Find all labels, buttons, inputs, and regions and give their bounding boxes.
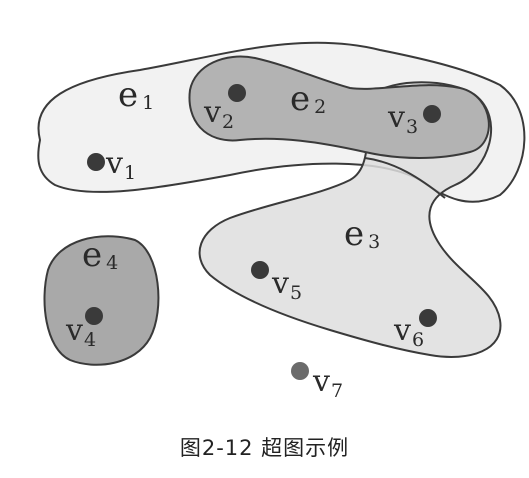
vertex-v7-dot <box>291 362 309 380</box>
vertex-v2-dot <box>228 84 246 102</box>
vertex-v3-dot <box>423 105 441 123</box>
vertex-v4-dot <box>85 307 103 325</box>
vertex-label-v1: v1 <box>105 146 136 184</box>
vertex-label-v7: v7 <box>312 364 343 402</box>
vertex-label-v5: v5 <box>271 266 302 304</box>
hyperedge-e1-border <box>364 157 446 199</box>
vertex-v1-dot <box>87 153 105 171</box>
vertex-v5-dot <box>251 261 269 279</box>
figure-caption: 图2-12 超图示例 <box>179 436 350 460</box>
vertex-label-v2: v2 <box>203 95 234 133</box>
hyperedge-e2-region <box>188 55 490 159</box>
vertex-label-v6: v6 <box>393 313 424 351</box>
vertex-label-v3: v3 <box>387 100 418 138</box>
hyperedge-e4-region <box>43 235 160 366</box>
vertex-label-v4: v4 <box>65 313 96 351</box>
vertex-v6-dot <box>419 309 437 327</box>
